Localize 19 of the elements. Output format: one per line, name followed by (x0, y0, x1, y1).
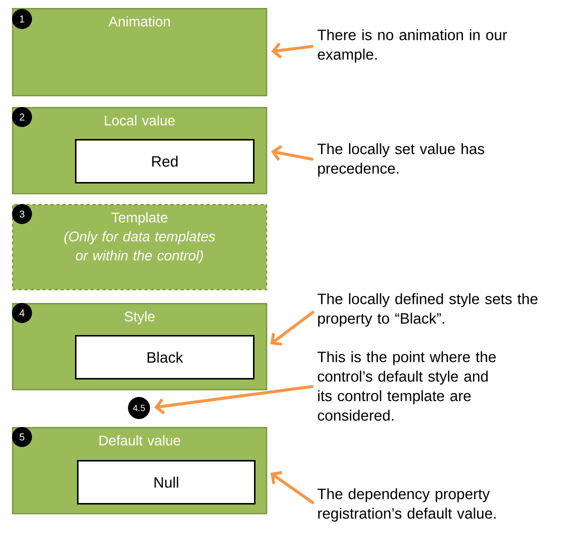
note-text: The locally set value has precedence. (318, 143, 484, 177)
arrow (154, 385, 314, 414)
arrow (271, 144, 314, 161)
value-box: Null (77, 460, 256, 504)
arrow (271, 42, 314, 59)
arrow (270, 310, 314, 346)
number-badge: 5 (12, 427, 32, 447)
note-text: The locally defined style sets the property to “Black”. (318, 293, 538, 327)
value-box: Black (75, 335, 254, 380)
note-text: The dependency property registration’s default value. (318, 488, 496, 522)
number-badge: 1 (12, 9, 32, 29)
value-box: Red (75, 139, 254, 184)
number-badge: 2 (12, 107, 32, 127)
note-text: There is no animation in our example. (318, 29, 507, 63)
note-text: This is the point where the control’s default style and its control template are considered. (318, 351, 496, 421)
arrow (270, 470, 314, 504)
number-badge: 4 (12, 303, 32, 323)
number-badge: 4.5 (128, 397, 150, 419)
number-badge: 3 (12, 204, 32, 224)
